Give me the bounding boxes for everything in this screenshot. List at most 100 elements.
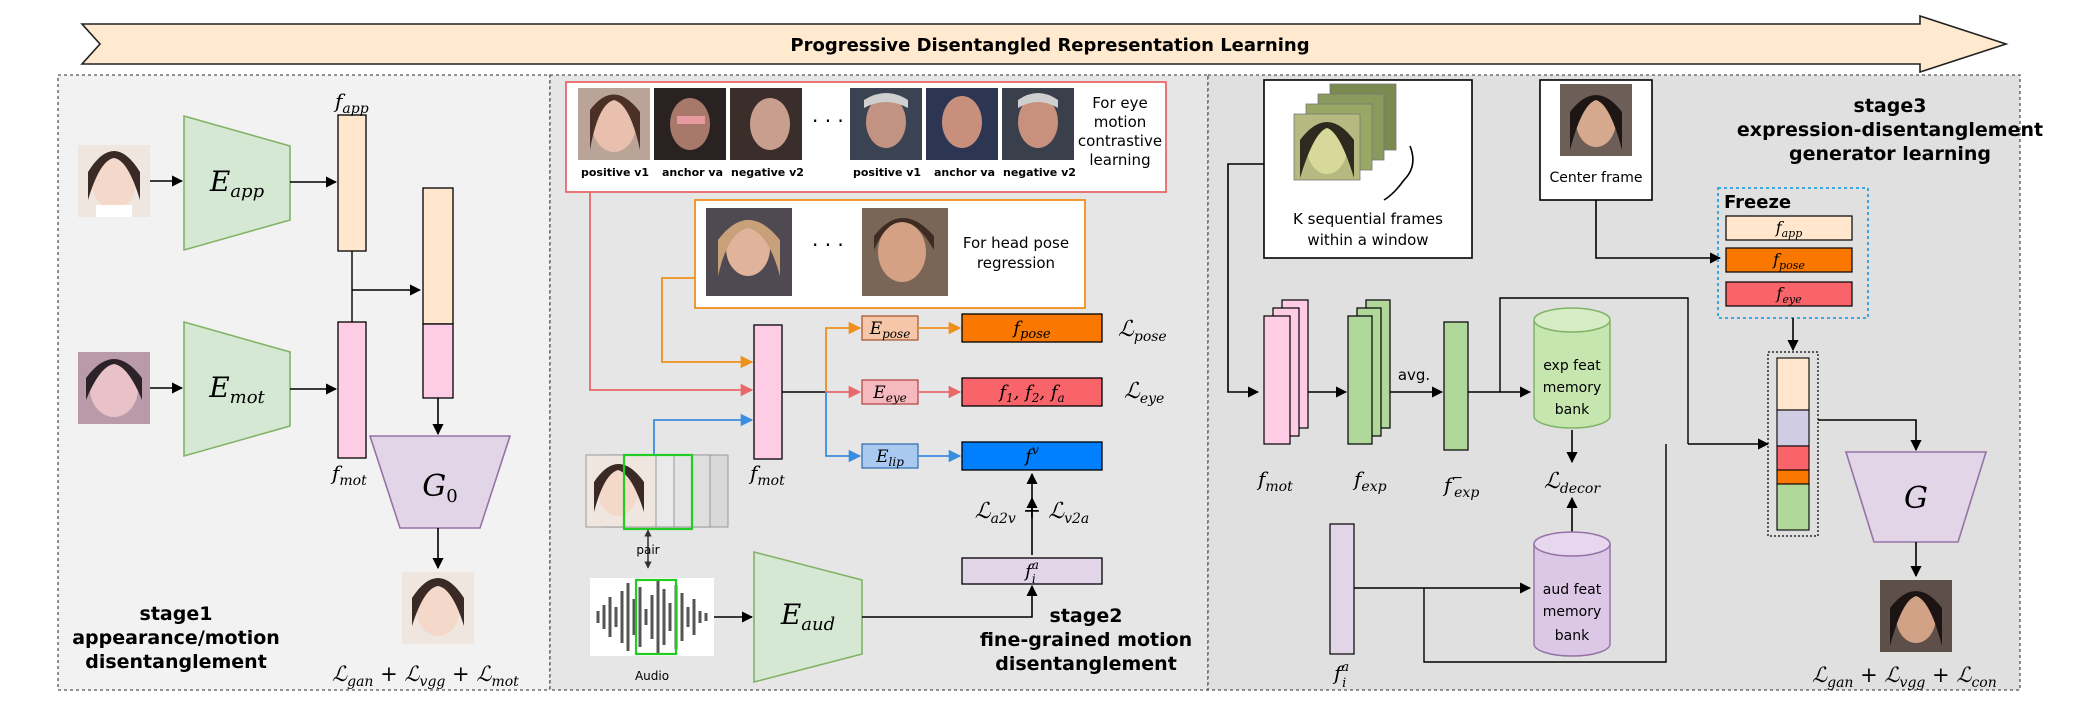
center-frame-caption: Center frame — [1549, 170, 1642, 186]
eye-ellipsis: · · · — [812, 109, 844, 133]
eye-label-2: anchor va — [662, 166, 723, 179]
stage1-feature-mot — [337, 321, 367, 459]
stage2-video-frames — [585, 453, 729, 531]
banner-title: Progressive Disentangled Representation … — [790, 35, 1309, 56]
pose-ellipsis: · · · — [812, 233, 844, 257]
k-frames-stack — [1293, 83, 1414, 201]
arrow-frames-to-fmot — [1227, 163, 1264, 398]
eye-label-4: positive v1 — [853, 166, 921, 179]
eye-caption-4: learning — [1089, 151, 1150, 169]
feature-lip — [961, 441, 1103, 471]
stage3-title-1: stage3 — [1854, 95, 1927, 117]
concat-dashed-box — [1767, 351, 1819, 537]
stage3-output-face — [1880, 580, 1952, 652]
stage3-generator-label: G — [1904, 481, 1928, 516]
aud-bank-label-3: bank — [1555, 628, 1590, 644]
arrow-eaud-to-faud — [862, 584, 1038, 618]
arrow-to-epose — [825, 321, 862, 392]
arrow-to-elip — [825, 392, 862, 463]
audio-waveform — [590, 578, 714, 656]
stage1-title-1: stage1 — [140, 603, 213, 625]
freeze-label: Freeze — [1724, 192, 1791, 213]
arrow-video-to-fmot — [653, 413, 754, 458]
exp-bank-label-3: bank — [1555, 402, 1590, 418]
pose-caption-1: For head pose — [963, 234, 1069, 252]
stage1-encoder-mot — [183, 320, 291, 458]
eye-caption-2: motion — [1094, 113, 1147, 131]
stage1-title-2: appearance/motion — [72, 627, 280, 649]
eye-label-1: positive v1 — [581, 166, 649, 179]
k-frames-caption-1: K sequential frames — [1293, 210, 1443, 228]
progress-banner: Progressive Disentangled Representation … — [80, 14, 2009, 74]
stage2: · · · positive v1 anchor va negative v2 … — [565, 81, 1192, 684]
encoder-eye — [861, 379, 919, 405]
stage3-feature-exp-stack — [1347, 315, 1373, 445]
stage3-feature-exp-avg — [1443, 321, 1469, 451]
aud-bank-label-1: aud feat — [1543, 582, 1602, 598]
center-frame-face — [1560, 84, 1632, 156]
feature-pose-label: fpose — [1011, 318, 1050, 342]
eye-caption-1: For eye — [1092, 94, 1148, 112]
audio-label: Audio — [635, 669, 669, 683]
concat-audio — [1776, 483, 1810, 531]
stage1-output-face — [402, 572, 474, 644]
concat-pose — [1776, 469, 1810, 485]
arrow-eye-samples-to-fmot — [589, 192, 754, 397]
eye-label-5: anchor va — [934, 166, 995, 179]
stage2-title-3: disentanglement — [995, 653, 1177, 675]
stage3-generator — [1844, 451, 1988, 543]
freeze-feature-eye — [1725, 281, 1853, 307]
concat-app — [1776, 357, 1810, 411]
stage1-title-3: disentanglement — [85, 651, 267, 673]
k-frames-caption-2: within a window — [1307, 231, 1428, 249]
stage3: K sequential frames within a window Cent… — [1227, 79, 2043, 691]
line-favg-to-concat — [1499, 297, 1689, 444]
aud-bank-label-2: memory — [1543, 604, 1602, 620]
stage1-concat-app — [422, 187, 454, 325]
stage1: Eapp Emot fapp fmot G0 stage1 appearance… — [72, 89, 519, 690]
line-faud-to-concat — [1423, 444, 1667, 663]
stage1-concat-mot — [422, 323, 454, 399]
arrow-pose-samples-to-fmot — [661, 277, 754, 369]
stage2-title-1: stage2 — [1050, 605, 1123, 627]
pair-label: pair — [636, 543, 659, 557]
loss-sync: ℒa2v + ℒv2a — [975, 499, 1089, 527]
stage1-appearance-face — [78, 145, 150, 217]
exp-bank-label-1: exp feat — [1543, 358, 1601, 374]
stage3-title-2: expression-disentanglement — [1737, 119, 2043, 141]
eye-caption-3: contrastive — [1078, 132, 1162, 150]
stage1-motion-face — [78, 352, 150, 424]
pose-sample-faces — [706, 208, 948, 296]
arrow-center-to-freeze — [1595, 200, 1722, 264]
stage3-feature-mot-stack — [1263, 315, 1291, 445]
stage3-title-3: generator learning — [1789, 143, 1991, 165]
freeze-feature-pose — [1725, 247, 1853, 273]
stage1-encoder-app — [183, 114, 291, 252]
freeze-feature-app — [1725, 215, 1853, 241]
pose-caption-2: regression — [977, 254, 1055, 272]
exp-bank-label-2: memory — [1543, 380, 1602, 396]
aud-memory-bank — [1533, 531, 1611, 657]
encoder-audio — [753, 550, 863, 684]
stage1-generator — [368, 435, 512, 529]
feature-pose — [961, 313, 1103, 343]
stage2-feature-mot — [753, 324, 783, 460]
avg-label: avg. — [1398, 366, 1430, 384]
feature-eye-label: f1, f2, fa — [997, 382, 1064, 405]
eye-label-6: negative v2 — [1003, 166, 1076, 179]
eye-label-3: negative v2 — [731, 166, 804, 179]
eye-sample-faces — [578, 88, 1074, 160]
stage2-title-2: fine-grained motion — [980, 629, 1192, 651]
exp-memory-bank — [1533, 307, 1611, 429]
concat-eye — [1776, 445, 1810, 471]
loss-decor: ℒdecor — [1544, 469, 1601, 497]
encoder-pose — [861, 315, 919, 341]
concat-exp — [1776, 409, 1810, 447]
encoder-lip — [861, 443, 919, 469]
banner-arrow-shape — [80, 14, 2009, 74]
arrow-concat-to-g — [1818, 419, 1922, 452]
feature-eye — [961, 377, 1103, 407]
stage1-feature-app — [337, 114, 367, 252]
